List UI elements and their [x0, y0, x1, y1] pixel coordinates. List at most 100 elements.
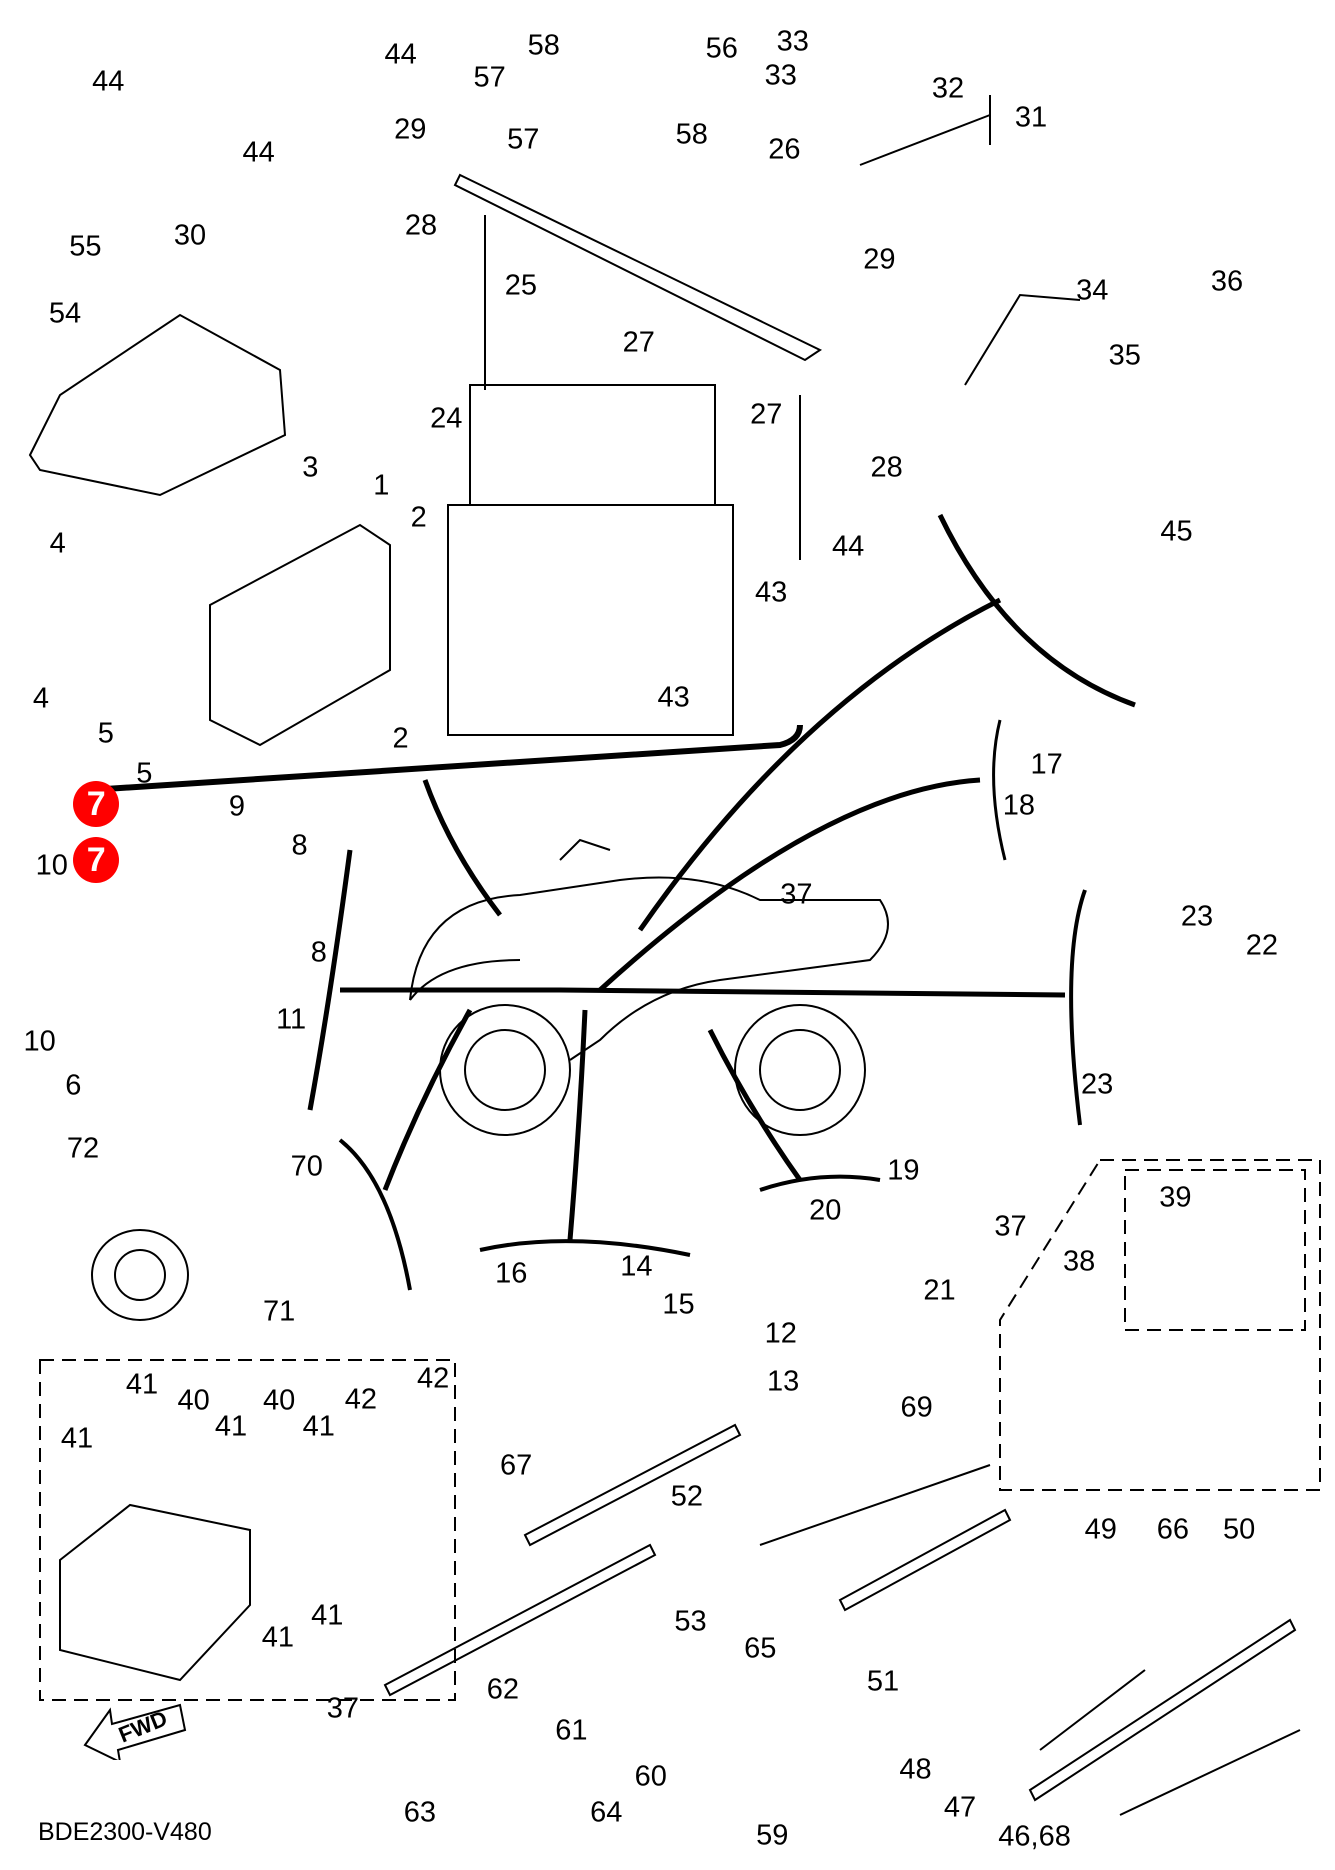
part-number-label: 40 [262, 1384, 296, 1417]
part-number-label: 4 [32, 682, 49, 715]
part-number-label: 8 [291, 829, 308, 862]
part-number-label: 23 [1180, 900, 1214, 933]
ecu [209, 523, 391, 747]
fwd-arrow: FWD [80, 1700, 190, 1764]
horn [91, 1229, 189, 1321]
part-number-label: 32 [931, 72, 965, 105]
part-number-label: 57 [507, 123, 540, 156]
part-number-label: 21 [923, 1274, 956, 1307]
part-number-label: 41 [125, 1368, 159, 1401]
part-number-label: 1 [373, 469, 390, 502]
part-number-label: 35 [1108, 339, 1141, 372]
harness-group [999, 1159, 1321, 1491]
part-number-label: 6 [65, 1069, 82, 1102]
part-number-label: 65 [744, 1632, 777, 1665]
part-number-label: 19 [887, 1154, 920, 1187]
part-number-label: 20 [809, 1194, 842, 1227]
part-number-label: 10 [23, 1025, 56, 1058]
part-number-label: 41 [60, 1422, 94, 1455]
part-number-label: 42 [344, 1383, 378, 1416]
part-number-label: 44 [92, 65, 125, 98]
part-number-label: 28 [870, 451, 903, 484]
part-number-label: 26 [768, 133, 801, 166]
fuse-box-group [39, 1359, 456, 1701]
part-number-label: 5 [136, 757, 153, 790]
part-number-label: 37 [780, 878, 813, 911]
part-number-label: 41 [261, 1621, 295, 1654]
part-number-label: 34 [1076, 274, 1109, 307]
part-number-label: 9 [228, 790, 246, 823]
part-number-label: 25 [504, 269, 538, 302]
part-number-label: 33 [764, 59, 797, 92]
part-number-label: 12 [764, 1317, 797, 1350]
part-number-label: 36 [1210, 265, 1244, 297]
part-number-label: 3 [302, 451, 319, 484]
part-number-label: 33 [776, 25, 809, 58]
part-number-label: 18 [1002, 789, 1036, 822]
part-number-label: 30 [173, 219, 207, 252]
divider-line [89, 724, 803, 793]
part-number-label: 5 [97, 717, 114, 750]
part-number-label: 13 [767, 1365, 800, 1398]
part-number-label: 27 [622, 326, 655, 359]
part-number-label: 41 [311, 1599, 344, 1632]
part-number-label: 58 [527, 29, 560, 62]
part-number-label: 54 [48, 297, 82, 330]
fuse-box [59, 1503, 251, 1682]
part-number-label: 49 [1084, 1513, 1117, 1546]
part-number-label: 70 [290, 1150, 323, 1183]
part-number-label: 27 [750, 398, 783, 431]
part-number-label: 31 [1014, 101, 1048, 134]
part-number-label: 38 [1062, 1245, 1096, 1278]
part-number-label: 42 [416, 1362, 450, 1395]
part-number-label: 72 [66, 1132, 100, 1165]
highlighted-part-marker[interactable]: 7 [73, 780, 120, 827]
part-number-label: 71 [262, 1295, 296, 1328]
part-number-label: 60 [634, 1760, 667, 1793]
part-number-label: 56 [705, 32, 738, 65]
part-number-label: 8 [310, 936, 327, 969]
part-number-label: 29 [394, 113, 427, 146]
part-number-label: 11 [276, 1003, 307, 1036]
part-number-label: 43 [657, 681, 690, 714]
diagram-code: BDE2300-V480 [38, 1818, 212, 1846]
part-number-label: 57 [473, 61, 506, 94]
battery [447, 504, 734, 736]
part-number-label: 10 [35, 849, 68, 882]
part-number-label: 45 [1160, 515, 1193, 548]
part-number-label: 58 [675, 118, 708, 151]
part-number-label: 41 [214, 1410, 248, 1443]
part-number-label: 63 [403, 1796, 436, 1829]
part-number-label: 53 [674, 1605, 707, 1638]
part-number-label: 47 [943, 1791, 977, 1824]
part-number-label: 62 [486, 1673, 519, 1706]
atv-illustration [409, 838, 889, 1136]
part-number-label: 44 [242, 136, 275, 169]
part-number-label: 2 [392, 722, 409, 755]
part-number-label: 50 [1222, 1513, 1256, 1546]
part-number-label: 24 [430, 402, 463, 435]
part-number-label: 64 [590, 1796, 623, 1829]
part-number-label: 48 [899, 1753, 932, 1786]
part-number-label: 46,68 [998, 1820, 1071, 1853]
part-number-label: 23 [1080, 1068, 1114, 1101]
part-number-label: 16 [495, 1257, 528, 1290]
part-number-label: 61 [555, 1714, 588, 1747]
part-number-label: 59 [756, 1819, 789, 1852]
part-number-label: 40 [177, 1384, 210, 1417]
part-number-label: 22 [1245, 929, 1279, 962]
part-number-label: 39 [1159, 1181, 1192, 1214]
part-number-label: 43 [754, 576, 788, 609]
part-number-label: 2 [410, 501, 427, 534]
part-number-label: 28 [404, 209, 438, 242]
highlighted-part-marker[interactable]: 7 [73, 837, 120, 884]
part-number-label: 37 [994, 1210, 1027, 1243]
part-number-label: 4 [49, 527, 66, 560]
part-number-label: 44 [831, 530, 865, 563]
part-number-label: 66 [1156, 1513, 1190, 1546]
part-number-label: 51 [866, 1665, 900, 1698]
part-number-label: 37 [326, 1692, 359, 1725]
part-number-label: 17 [1030, 748, 1063, 781]
